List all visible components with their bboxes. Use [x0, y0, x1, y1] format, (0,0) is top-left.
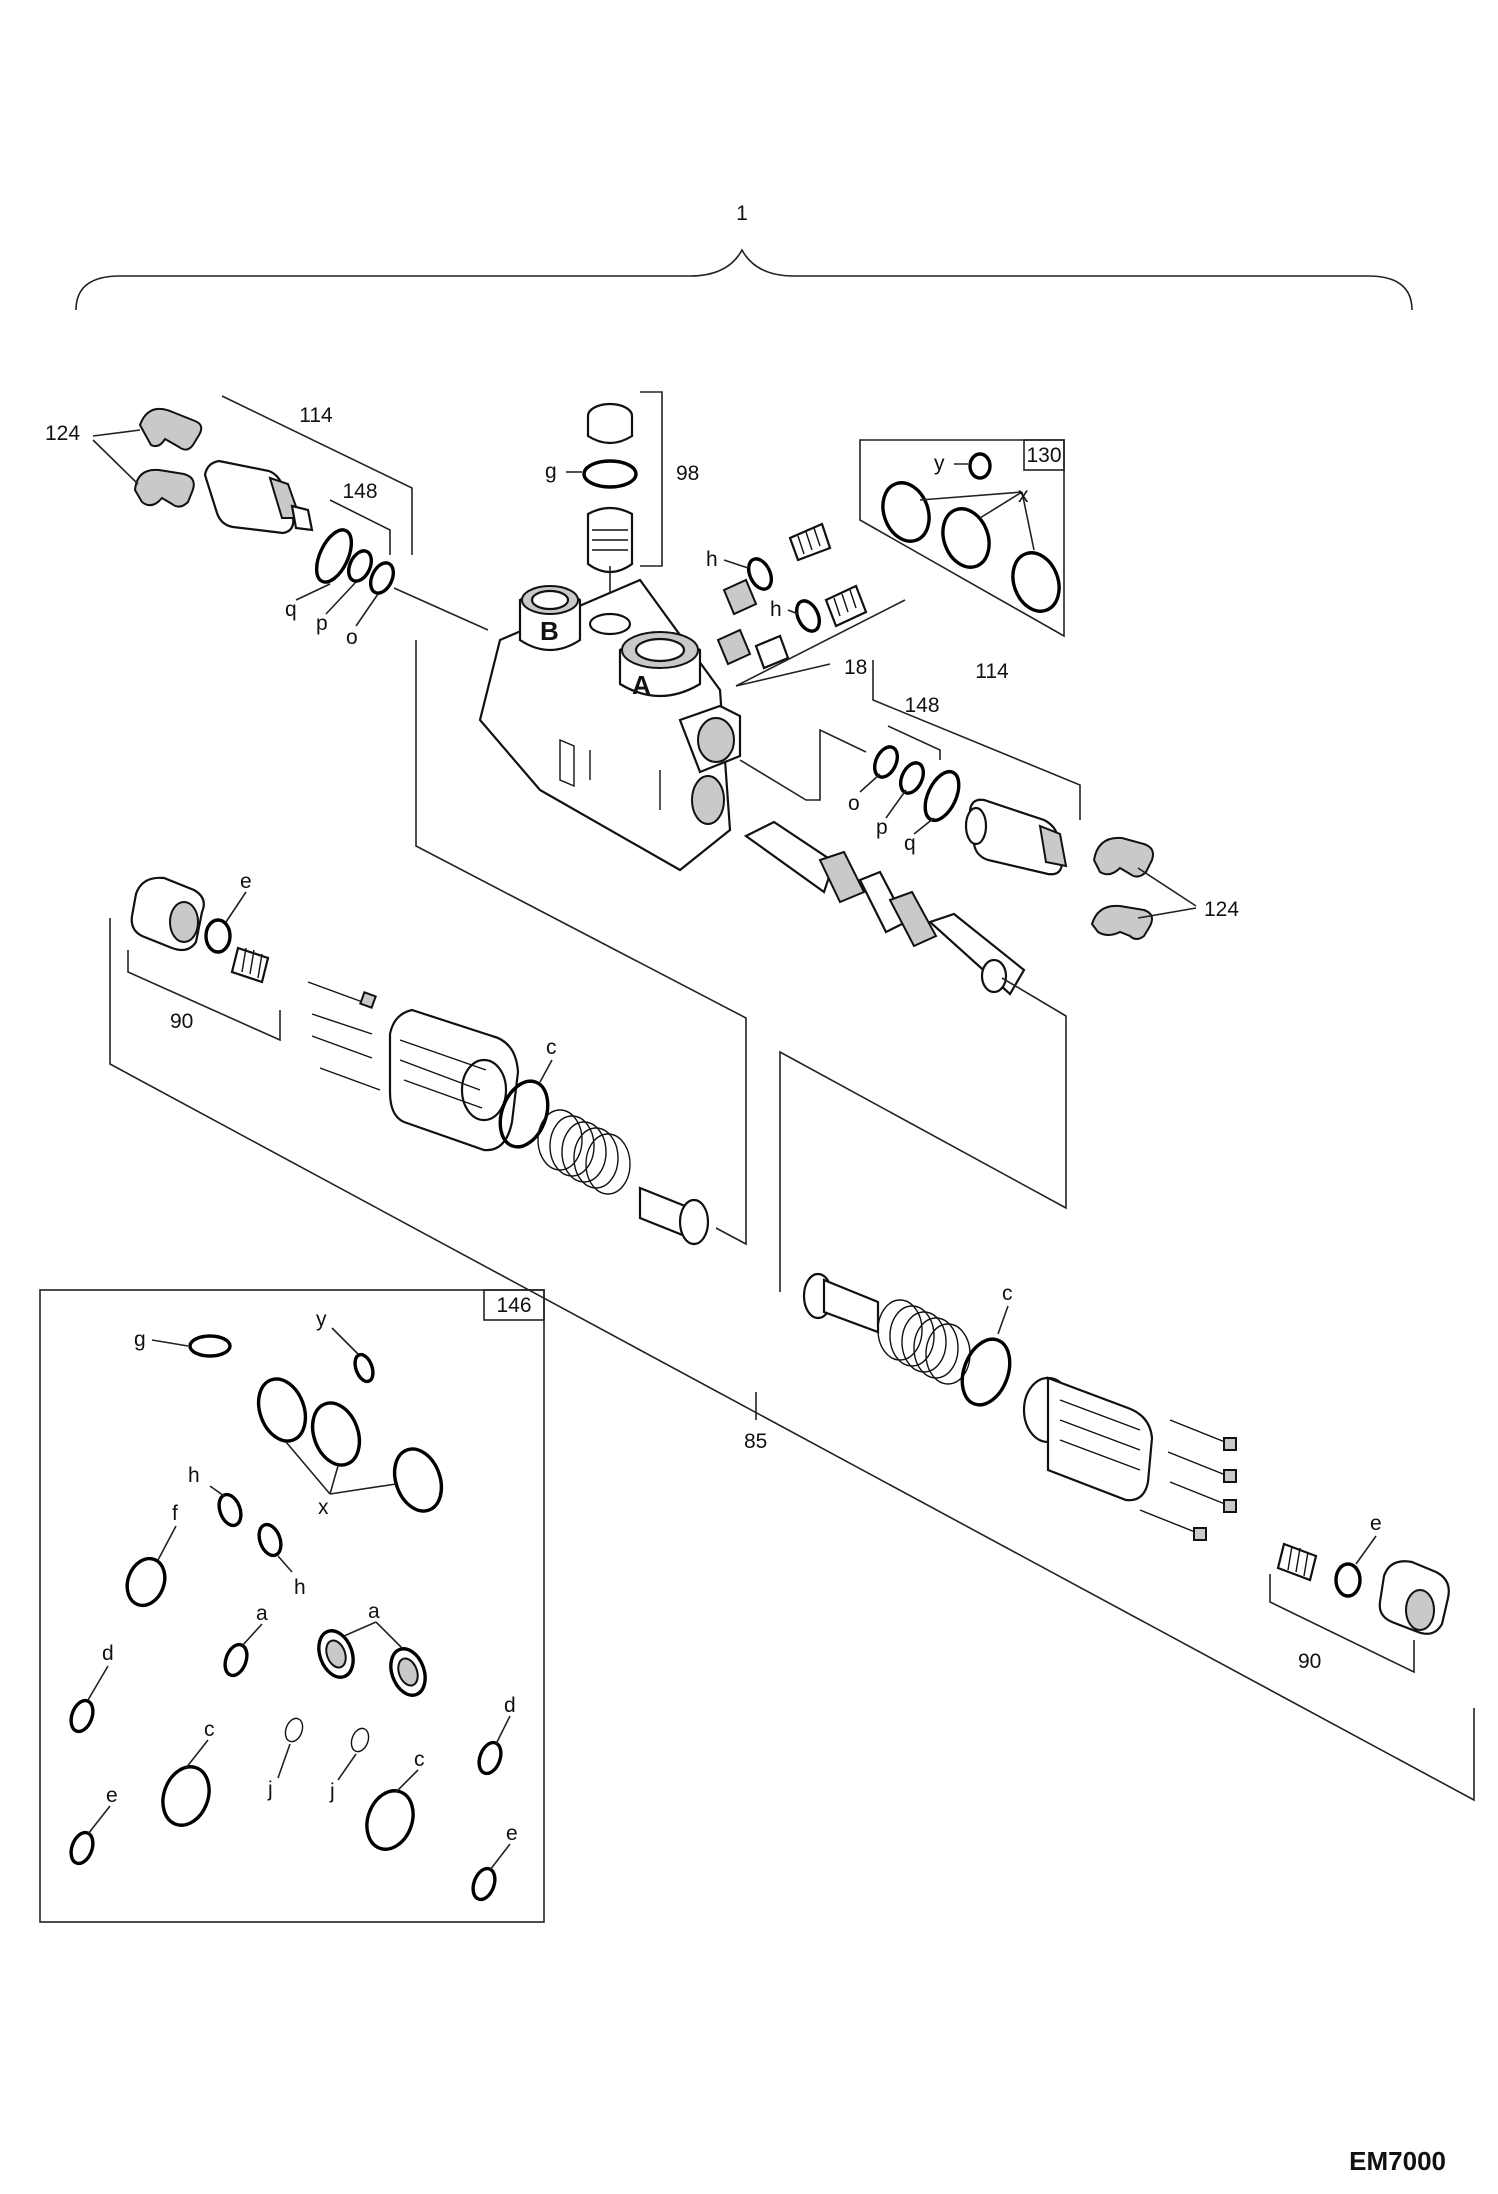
spring-housing-right [1022, 1376, 1237, 1541]
label-q-left: q [285, 598, 297, 621]
kit-label-d1: d [102, 1642, 114, 1665]
kit-label-a2: a [368, 1600, 380, 1623]
clip-right-upper [1092, 836, 1154, 878]
seal-kit-leaders [87, 1327, 511, 1871]
label-seal-kit-left: 148 [342, 480, 377, 503]
clip-right-lower [1090, 904, 1153, 940]
o-ring-c-right [960, 1337, 1012, 1407]
label-seal-kit-right: 148 [904, 694, 939, 717]
kit-label-f: f [172, 1502, 178, 1525]
seal-kit-rings [69, 1334, 503, 1902]
label-o-right: o [848, 792, 860, 815]
label-x-kit: x [1018, 484, 1029, 507]
plug-98 [582, 402, 638, 574]
kit-label-c1: c [204, 1718, 215, 1741]
label-c-right: c [1002, 1282, 1013, 1305]
kit-label-j2: j [329, 1780, 335, 1803]
kit-label-e2: e [506, 1822, 518, 1845]
o-ring-c-left [498, 1079, 550, 1149]
relief-valve-right [964, 798, 1068, 876]
valve-body [478, 578, 742, 872]
label-y-kit: y [934, 452, 945, 475]
spool [743, 820, 1026, 996]
spring-seat-left [638, 1186, 710, 1246]
o-ring-q-left [314, 528, 354, 584]
label-o-left: o [346, 626, 358, 649]
spring-housing-left [307, 981, 520, 1152]
label-h1: h [706, 548, 718, 571]
relief-valve-left [203, 459, 314, 535]
o-ring-g-plug [582, 459, 638, 489]
seal-kit-box [39, 1289, 545, 1923]
label-cap-left: 90 [170, 1010, 193, 1033]
label-relief-valve-left: 114 [299, 404, 333, 427]
label-assembly: 1 [736, 202, 748, 225]
label-clip-right: 124 [1204, 898, 1239, 921]
o-ring-q-right [923, 770, 961, 822]
spring-seat-right [802, 1272, 880, 1334]
label-c-left: c [546, 1036, 557, 1059]
label-seal-kit-box: 146 [496, 1294, 531, 1317]
label-e-left: e [240, 870, 252, 893]
label-p-left: p [316, 612, 328, 635]
kit-label-a1: a [256, 1602, 268, 1625]
cap-right-90 [1276, 1542, 1450, 1635]
kit-label-y: y [316, 1308, 327, 1331]
kit-label-d2: d [504, 1694, 516, 1717]
assembly-brace [75, 248, 1413, 311]
o-ring-o-left [368, 561, 396, 595]
label-cap-right: 90 [1298, 1650, 1321, 1673]
port-a-label: A [632, 670, 651, 700]
clip-left-upper [138, 407, 203, 451]
cap-left-90 [130, 876, 270, 984]
backup-ring-p-right [898, 761, 926, 795]
label-o-ring-kit: 130 [1026, 444, 1061, 467]
spring-right [877, 1299, 971, 1385]
kit-label-c2: c [414, 1748, 425, 1771]
port-b-label: B [540, 616, 559, 646]
label-plug: 98 [676, 462, 699, 485]
label-clip-left: 124 [45, 422, 80, 445]
kit-label-h1: h [188, 1464, 200, 1487]
label-p-right: p [876, 816, 888, 839]
label-h2: h [770, 598, 782, 621]
label-g-plug: g [545, 460, 557, 483]
kit-label-h2: h [294, 1576, 306, 1599]
label-q-right: q [904, 832, 916, 855]
backup-ring-p-left [346, 549, 374, 583]
o-ring-o-right [872, 745, 900, 779]
label-check-valve: 18 [844, 656, 867, 679]
kit-label-g: g [134, 1328, 146, 1351]
kit-label-x: x [318, 1496, 329, 1519]
check-valve-18 [716, 522, 868, 670]
kit-label-j1: j [267, 1778, 273, 1801]
kit-label-e1: e [106, 1784, 118, 1807]
clip-left-lower [133, 468, 195, 508]
o-ring-kit-130 [859, 439, 1065, 638]
spring-left [537, 1109, 631, 1195]
drawing-code: EM7000 [1349, 2146, 1446, 2176]
label-e-right: e [1370, 1512, 1382, 1535]
label-spool-assembly: 85 [744, 1430, 767, 1453]
label-relief-valve-right: 114 [975, 660, 1009, 683]
